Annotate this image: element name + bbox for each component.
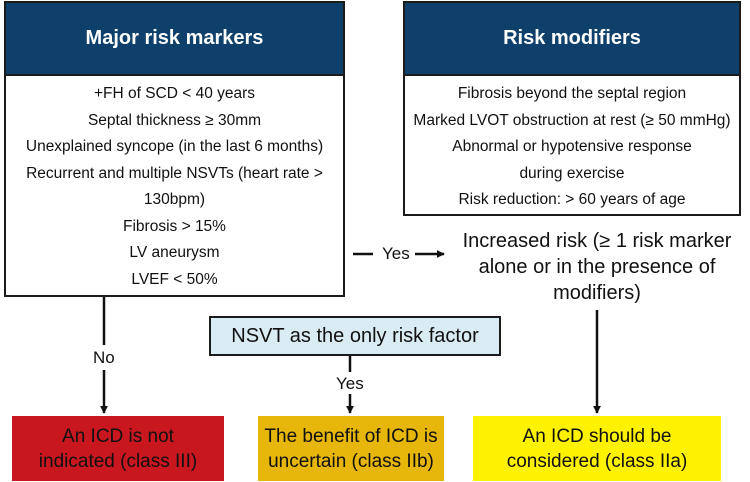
risk-modifiers-box: Risk modifiers Fibrosis beyond the septa… [403, 1, 741, 216]
yes-label-increased: Yes [382, 244, 410, 263]
outcome-not-indicated: An ICD is not indicated (class III) [12, 416, 224, 481]
major-risk-markers-title: Major risk markers [6, 3, 343, 76]
marker-nsvt: Recurrent and multiple NSVTs (heart rate… [26, 164, 323, 209]
marker-family-history: +FH of SCD < 40 years [93, 85, 256, 102]
no-label: No [93, 348, 115, 367]
marker-lvef: LVEF < 50% [131, 270, 218, 288]
modifier-lvot: Marked LVOT obstruction at rest (≥ 50 mm… [413, 111, 731, 129]
marker-fibrosis: Fibrosis > 15% [123, 217, 226, 235]
increased-risk-text: Increased risk (≥ 1 risk marker alone or… [462, 230, 732, 304]
outcome-considered-line1: An ICD should be [522, 425, 672, 447]
outcome-uncertain-line1: The benefit of ICD is [264, 425, 438, 447]
marker-syncope: Unexplained syncope (in the last 6 month… [25, 138, 324, 155]
nsvt-only-box: NSVT as the only risk factor [209, 316, 501, 356]
outcome-considered-line2: considered (class IIa) [506, 450, 688, 472]
risk-modifiers-title: Risk modifiers [405, 3, 739, 76]
modifier-exercise-response: Abnormal or hypotensive response during … [452, 138, 692, 182]
outcome-uncertain: The benefit of ICD is uncertain (class I… [258, 416, 444, 481]
outcome-considered: An ICD should be considered (class IIa) [473, 416, 721, 481]
yes-label-nsvt: Yes [336, 374, 364, 393]
outcome-not-indicated-line2: indicated (class III) [38, 450, 198, 472]
risk-modifiers-list: Fibrosis beyond the septal region Marked… [405, 76, 739, 214]
modifier-fibrosis: Fibrosis beyond the septal region [457, 85, 687, 102]
marker-lv-aneurysm: LV aneurysm [129, 244, 220, 261]
marker-septal-thickness: Septal thickness ≥ 30mm [87, 111, 262, 129]
outcome-uncertain-line2: uncertain (class IIb) [268, 450, 434, 472]
major-risk-markers-box: Major risk markers +FH of SCD < 40 years… [4, 1, 345, 297]
outcome-not-indicated-line1: An ICD is not [62, 425, 174, 447]
major-risk-markers-list: +FH of SCD < 40 years Septal thickness ≥… [6, 76, 343, 293]
modifier-age: Risk reduction: > 60 years of age [458, 191, 686, 208]
